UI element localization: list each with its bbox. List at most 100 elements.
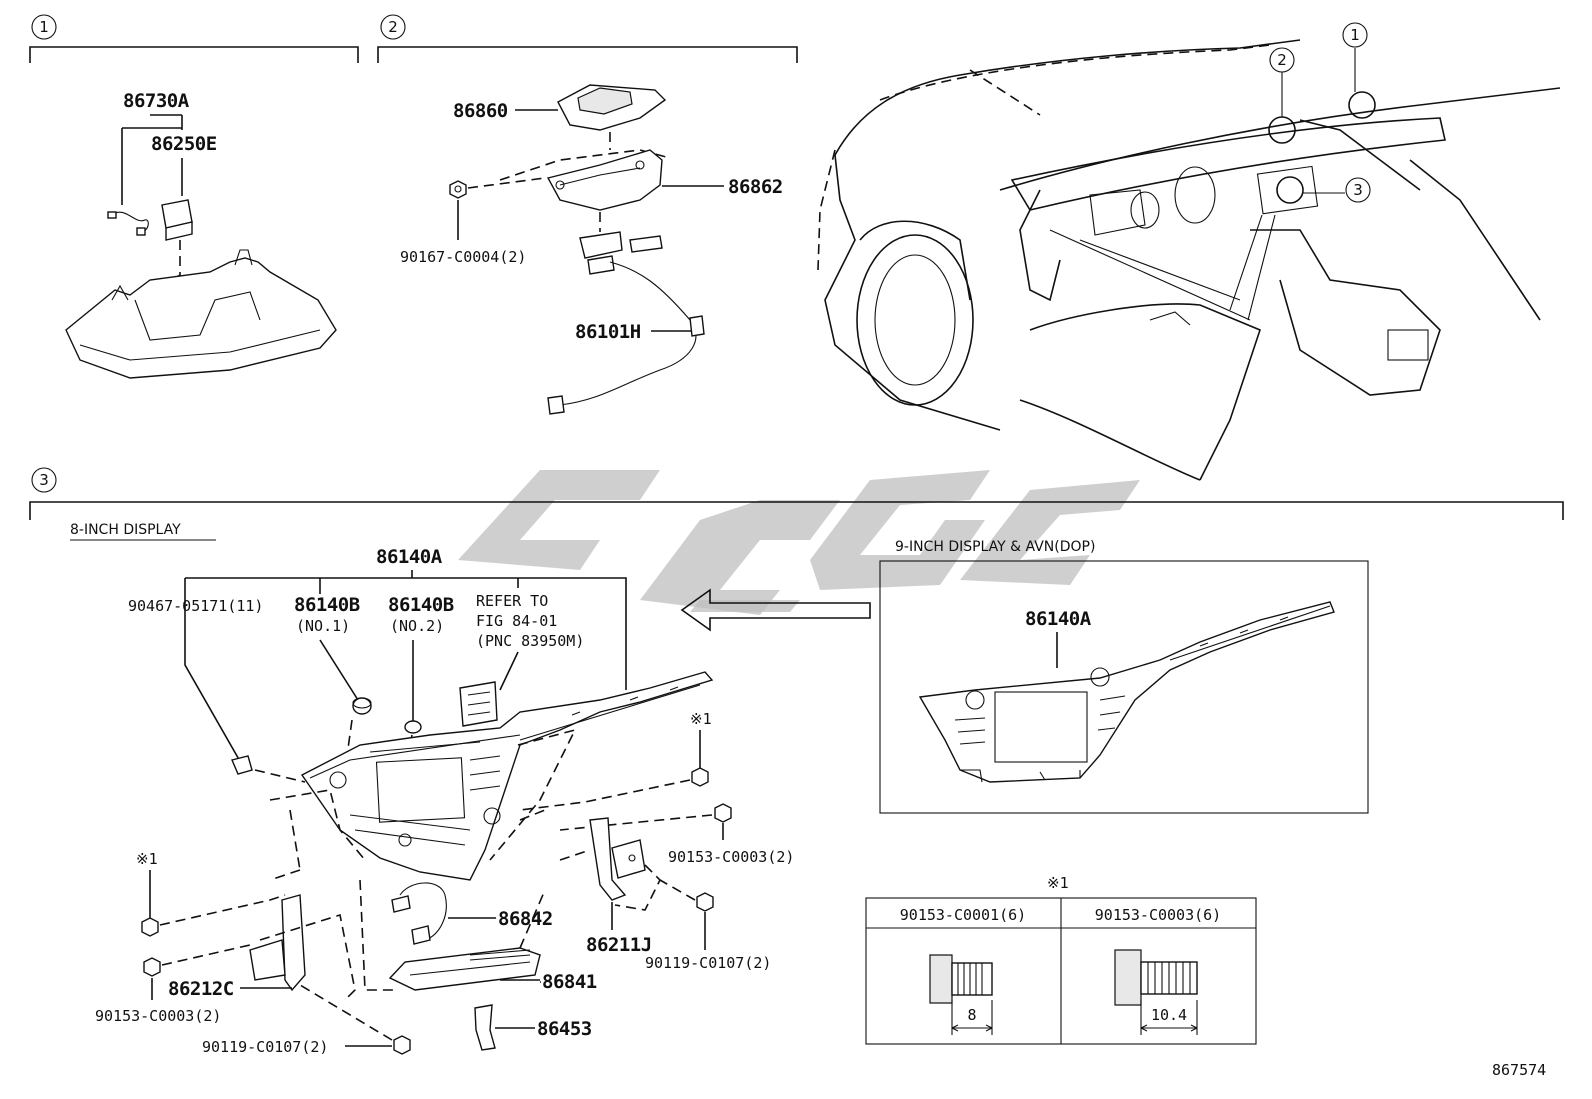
car-center-console (1250, 229, 1441, 396)
part-harness-86101H[interactable] (547, 231, 705, 415)
guide-bolt-right-upper (519, 779, 691, 811)
car-vent (1089, 189, 1146, 236)
car-marker-1 (1342, 22, 1368, 48)
car-console-vent (1387, 329, 1429, 361)
label-90119-C0107-right[interactable]: 90119-C0107(2) (645, 954, 771, 972)
section-1-bracket (29, 46, 359, 63)
section-3-marker (31, 467, 57, 493)
refer-text-line2: FIG 84-01 (476, 612, 557, 630)
guide-90167 (467, 177, 546, 189)
label-90467-05171[interactable]: 90467-05171(11) (128, 597, 263, 615)
car-marker-3 (1345, 177, 1371, 203)
label-86140A-9inch[interactable]: 86140A (1025, 608, 1092, 630)
label-86140B-no1[interactable]: 86140B (294, 594, 360, 616)
section-2: 2 86860 86862 90167-C0004(2) (377, 14, 798, 415)
car-marker-2-label: 2 (1277, 51, 1287, 69)
bolt-dim-10-4: 10.4 (1151, 1006, 1187, 1024)
car-front-wheel (856, 234, 974, 406)
label-90153-C0003-left[interactable]: 90153-C0003(2) (95, 1007, 221, 1025)
car-door-handle (1149, 311, 1191, 326)
leader-90467 (184, 578, 246, 771)
part-wire-harness-86730A[interactable] (107, 211, 149, 236)
label-90153-C0003-right[interactable]: 90153-C0003(2) (668, 848, 794, 866)
bolt-table: 90153-C0001(6) 90153-C0003(6) 8 10.4 (865, 897, 1257, 1045)
label-86250E[interactable]: 86250E (151, 133, 217, 155)
car-dashboard-upper (1010, 117, 1446, 211)
guide-86211J (559, 849, 661, 911)
label-86140A[interactable]: 86140A (376, 546, 443, 568)
car-roof-dashed (879, 44, 1271, 116)
section-3-marker-label: 3 (39, 471, 49, 489)
bolt-table-mark: ※1 (1047, 874, 1069, 892)
label-86730A[interactable]: 86730A (123, 90, 190, 112)
car-a-pillar (824, 154, 1001, 431)
part-bracket-refer[interactable] (459, 681, 498, 727)
car-gauge (1130, 191, 1160, 229)
part-bolt-left-upper[interactable] (141, 917, 159, 937)
location-circle-1 (1348, 91, 1376, 119)
label-90119-C0107-left[interactable]: 90119-C0107(2) (202, 1038, 328, 1056)
location-circle-2 (1268, 116, 1296, 144)
part-roof-console-housing[interactable] (65, 249, 337, 379)
car-wheel-rim (874, 254, 956, 386)
section-2-marker (380, 14, 406, 40)
bolt-table-header-2: 90153-C0003(6) (1095, 906, 1221, 924)
part-cushion-86453[interactable] (474, 1004, 496, 1051)
label-86842[interactable]: 86842 (498, 908, 553, 930)
guide-bolt-right-lower (559, 814, 713, 831)
location-box-3 (1256, 165, 1319, 215)
leader-86730A (121, 114, 183, 205)
part-unit-86841[interactable] (388, 947, 541, 991)
figure-number: 867574 (1492, 1061, 1546, 1079)
label-90167-C0004[interactable]: 90167-C0004(2) (400, 248, 526, 266)
label-86140B-no1-sub: (NO.1) (296, 617, 350, 635)
part-display-panel-9inch[interactable] (918, 601, 1335, 783)
part-bolt-90119-right[interactable] (696, 892, 714, 912)
part-knob-86140B-no1[interactable] (352, 697, 372, 715)
part-module-86860[interactable] (557, 84, 667, 131)
car-marker-3-label: 3 (1353, 181, 1363, 199)
watermark-logo (458, 470, 1140, 615)
guide-panel-left (269, 789, 366, 881)
car-passenger-dash (1299, 119, 1421, 191)
location-guide-3 (1229, 214, 1276, 321)
label-86860[interactable]: 86860 (453, 100, 508, 122)
part-screw-90167[interactable] (449, 180, 467, 199)
section-1-marker (31, 14, 57, 40)
label-86140B-no2-sub: (NO.2) (390, 617, 444, 635)
label-86453[interactable]: 86453 (537, 1018, 592, 1040)
guide-90119-right (659, 879, 696, 901)
label-86862[interactable]: 86862 (728, 176, 783, 198)
section-3: 3 8-INCH DISPLAY 86140A 90467-05171(11) … (29, 467, 1564, 1079)
car-roof-line (834, 39, 1301, 156)
caption-9-inch-display: 9-INCH DISPLAY & AVN(DOP) (895, 539, 1095, 555)
guide-bolt-left-lower (161, 944, 251, 966)
part-bolt-90119-left[interactable] (393, 1035, 411, 1055)
section-3-bracket (29, 501, 1564, 520)
label-86211J[interactable]: 86211J (586, 934, 652, 956)
part-harness-86842[interactable] (391, 882, 447, 945)
note-mark-right: ※1 (690, 710, 712, 728)
label-86101H[interactable]: 86101H (575, 321, 641, 343)
label-86841[interactable]: 86841 (542, 971, 597, 993)
section-1-marker-label: 1 (39, 18, 49, 36)
bolt-illustration-c0003: 10.4 (1114, 949, 1198, 1035)
part-bolt-left-lower[interactable] (143, 957, 161, 977)
part-clip-90467[interactable] (231, 755, 253, 775)
car-sill (1019, 399, 1201, 481)
guide-bolt-left-upper (159, 894, 286, 926)
guide-86212C (259, 913, 356, 1001)
leader-86140B-no1 (319, 578, 359, 701)
label-86212C[interactable]: 86212C (168, 978, 234, 1000)
part-bracket-86211J[interactable] (589, 817, 646, 901)
part-knob-86140B-no2[interactable] (404, 720, 422, 734)
car-door-lower (1029, 303, 1261, 481)
part-bracket-86212C[interactable] (249, 894, 306, 992)
bolt-illustration-c0001: 8 (929, 954, 993, 1035)
part-bracket-86862[interactable] (546, 149, 663, 211)
part-bolt-right-lower[interactable] (714, 803, 732, 823)
label-86140B-no2[interactable]: 86140B (388, 594, 454, 616)
part-switch-86250E[interactable] (161, 199, 193, 241)
part-display-panel-8inch[interactable] (300, 671, 714, 881)
part-bolt-right-upper[interactable] (691, 767, 709, 787)
